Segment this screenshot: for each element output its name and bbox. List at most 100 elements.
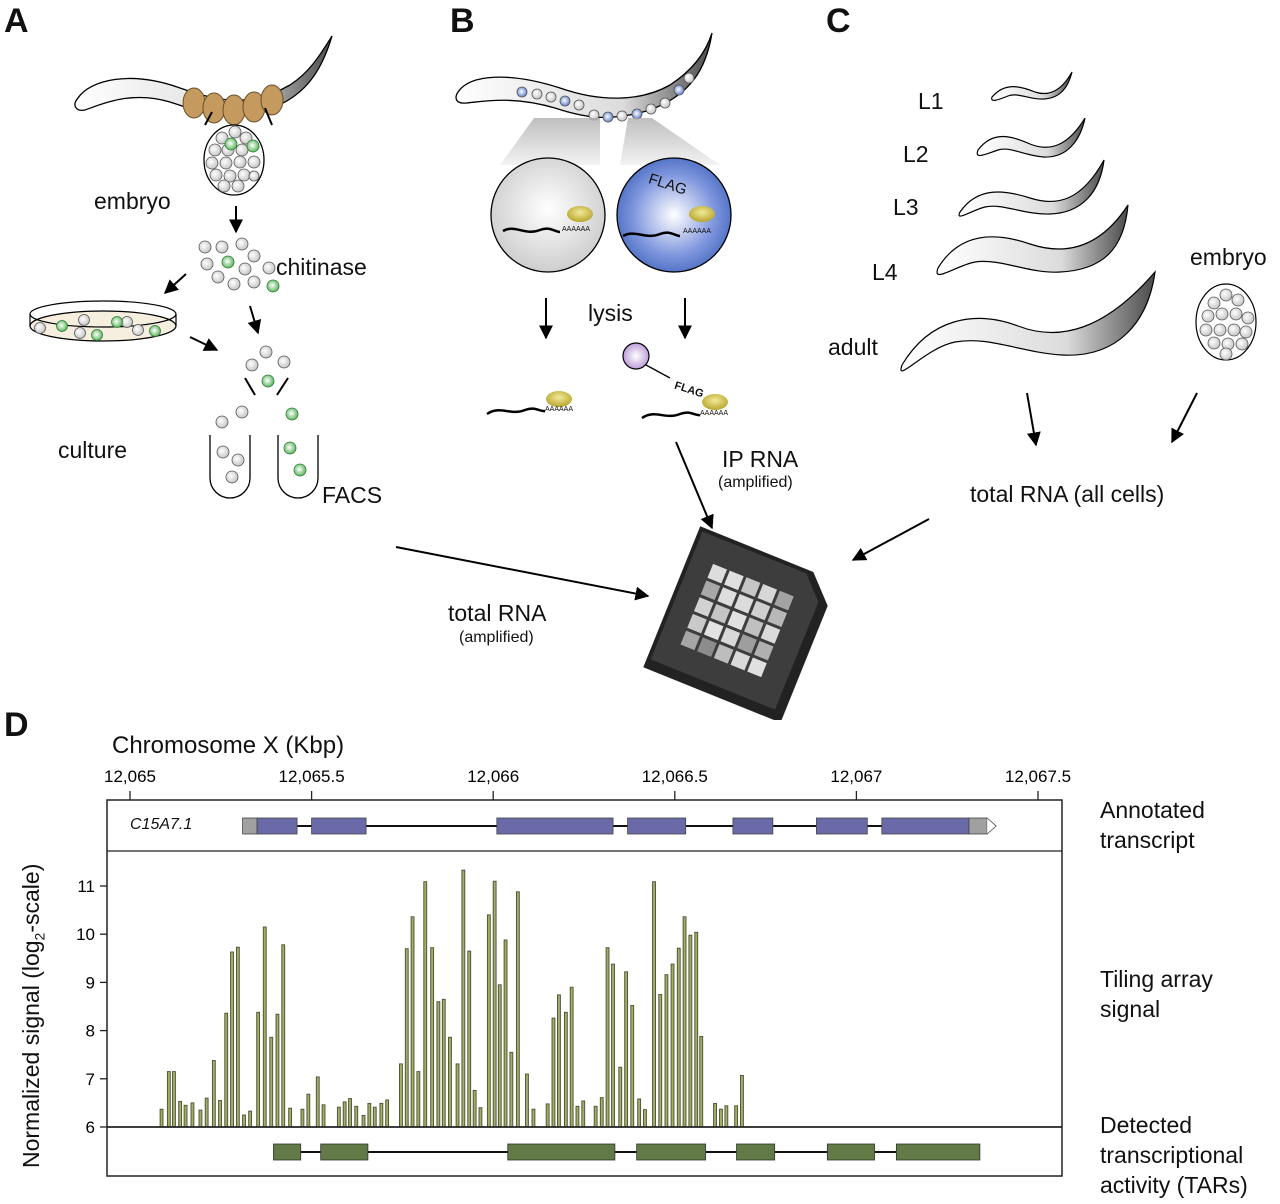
label-tars-line1: Detected bbox=[1100, 1112, 1193, 1138]
stage-worms bbox=[900, 71, 1156, 372]
tar-block bbox=[320, 1143, 369, 1161]
signal-bar bbox=[688, 934, 693, 1128]
signal-bar bbox=[256, 1011, 261, 1128]
signal-bar bbox=[563, 1011, 568, 1128]
signal-bar bbox=[724, 1105, 729, 1128]
label-ip-rna: IP RNA bbox=[722, 446, 799, 472]
signal-bar bbox=[699, 1035, 704, 1128]
signal-bar bbox=[486, 914, 491, 1128]
signal-bar bbox=[306, 1093, 311, 1128]
label-annotated-transcript: Annotated transcript bbox=[1100, 795, 1205, 855]
panel-b-letter: B bbox=[450, 2, 475, 40]
signal-bar bbox=[248, 1110, 253, 1128]
label-total-rna: total RNA bbox=[448, 600, 547, 626]
label-tiling-line2: signal bbox=[1100, 996, 1161, 1022]
panel-a-letter: A bbox=[4, 2, 29, 40]
exon-block bbox=[256, 817, 298, 835]
y-tick-label: 10 bbox=[76, 925, 95, 944]
gene-name: C15A7.1 bbox=[130, 816, 193, 833]
signal-bar bbox=[694, 931, 699, 1128]
signal-bar bbox=[372, 1106, 377, 1128]
signal-bar bbox=[361, 1114, 366, 1128]
signal-bar bbox=[430, 947, 435, 1128]
signal-bar bbox=[354, 1105, 359, 1128]
signal-bar bbox=[652, 881, 656, 1128]
signal-bar bbox=[423, 881, 428, 1128]
signal-bar bbox=[676, 947, 681, 1128]
signal-bar bbox=[503, 939, 508, 1128]
signal-bar bbox=[509, 1051, 514, 1128]
worm-cells-b bbox=[516, 72, 695, 123]
label-lysis: lysis bbox=[588, 300, 633, 326]
signal-bar bbox=[300, 1108, 305, 1128]
signal-bar bbox=[624, 971, 629, 1128]
x-tick-label: 12,066 bbox=[467, 767, 519, 786]
signal-bar bbox=[178, 1101, 183, 1128]
signal-bar bbox=[599, 1097, 604, 1128]
signal-bar bbox=[321, 1104, 326, 1128]
label-stage-l1: L1 bbox=[918, 88, 944, 114]
signal-bar bbox=[581, 1100, 586, 1128]
exon-block bbox=[732, 817, 774, 835]
label-embryo-a: embryo bbox=[94, 188, 171, 214]
signal-bar bbox=[242, 1114, 246, 1128]
signal-bar bbox=[630, 1005, 635, 1128]
signal-bar bbox=[218, 1100, 222, 1128]
signal-bar bbox=[525, 1073, 529, 1128]
signal-bar bbox=[342, 1101, 347, 1128]
exon-block bbox=[881, 817, 970, 835]
signal-bar bbox=[664, 974, 669, 1128]
signal-bar bbox=[643, 1109, 647, 1128]
label-total-amplified: (amplified) bbox=[459, 629, 534, 646]
chart-frame bbox=[106, 799, 1063, 1177]
embryo-c bbox=[1195, 283, 1257, 361]
signal-bar bbox=[336, 1106, 341, 1128]
signal-bar bbox=[399, 1063, 403, 1128]
utr-block bbox=[242, 817, 258, 835]
polya-tail-3: AAAAAA bbox=[545, 406, 574, 413]
signal-bar bbox=[441, 998, 446, 1128]
y-tick-label: 9 bbox=[86, 973, 95, 992]
label-stage-l4: L4 bbox=[872, 259, 898, 285]
label-total-rna-all-cells: total RNA (all cells) bbox=[970, 481, 1165, 507]
signal-bar bbox=[713, 1102, 717, 1128]
label-culture: culture bbox=[58, 437, 128, 463]
x-tick-label: 12,067.5 bbox=[1005, 767, 1071, 786]
label-embryo-c: embryo bbox=[1190, 244, 1267, 270]
sort-tubes bbox=[209, 435, 319, 499]
tar-block bbox=[507, 1143, 616, 1161]
signal-bar bbox=[262, 926, 267, 1128]
worm-eggs bbox=[182, 84, 284, 126]
signal-bar bbox=[281, 944, 286, 1128]
signal-bar bbox=[288, 1107, 293, 1128]
signal-bar bbox=[269, 1036, 274, 1128]
annotated-transcript-track bbox=[242, 817, 997, 835]
signal-bar bbox=[448, 1036, 452, 1128]
signal-bars bbox=[159, 869, 744, 1128]
signal-bar bbox=[467, 950, 472, 1128]
x-tick-label: 12,065 bbox=[104, 767, 156, 786]
polya-tail-1: AAAAAA bbox=[562, 226, 591, 233]
signal-bar bbox=[455, 1063, 460, 1128]
utr-block bbox=[968, 817, 988, 835]
label-annotated-line2: transcript bbox=[1100, 827, 1195, 853]
tar-track bbox=[273, 1143, 981, 1161]
label-stage-adult: adult bbox=[828, 334, 878, 360]
signal-bar bbox=[719, 1108, 723, 1128]
signal-bar bbox=[224, 1012, 229, 1128]
signal-bar bbox=[348, 1098, 352, 1128]
signal-bar bbox=[637, 1098, 642, 1128]
signal-bar bbox=[204, 1097, 209, 1128]
signal-bar bbox=[385, 1099, 390, 1128]
polya-tail-4: AAAAAA bbox=[700, 410, 729, 417]
label-ip-amplified: (amplified) bbox=[718, 474, 793, 491]
signal-bar bbox=[557, 994, 561, 1128]
signal-bar bbox=[478, 1107, 483, 1128]
signal-bar bbox=[593, 1105, 598, 1128]
signal-bar bbox=[605, 947, 610, 1128]
signal-bar bbox=[515, 891, 520, 1128]
signal-bar bbox=[670, 963, 675, 1128]
signal-bar bbox=[618, 1066, 623, 1128]
signal-bar bbox=[569, 986, 574, 1128]
embryo-a bbox=[203, 124, 265, 196]
